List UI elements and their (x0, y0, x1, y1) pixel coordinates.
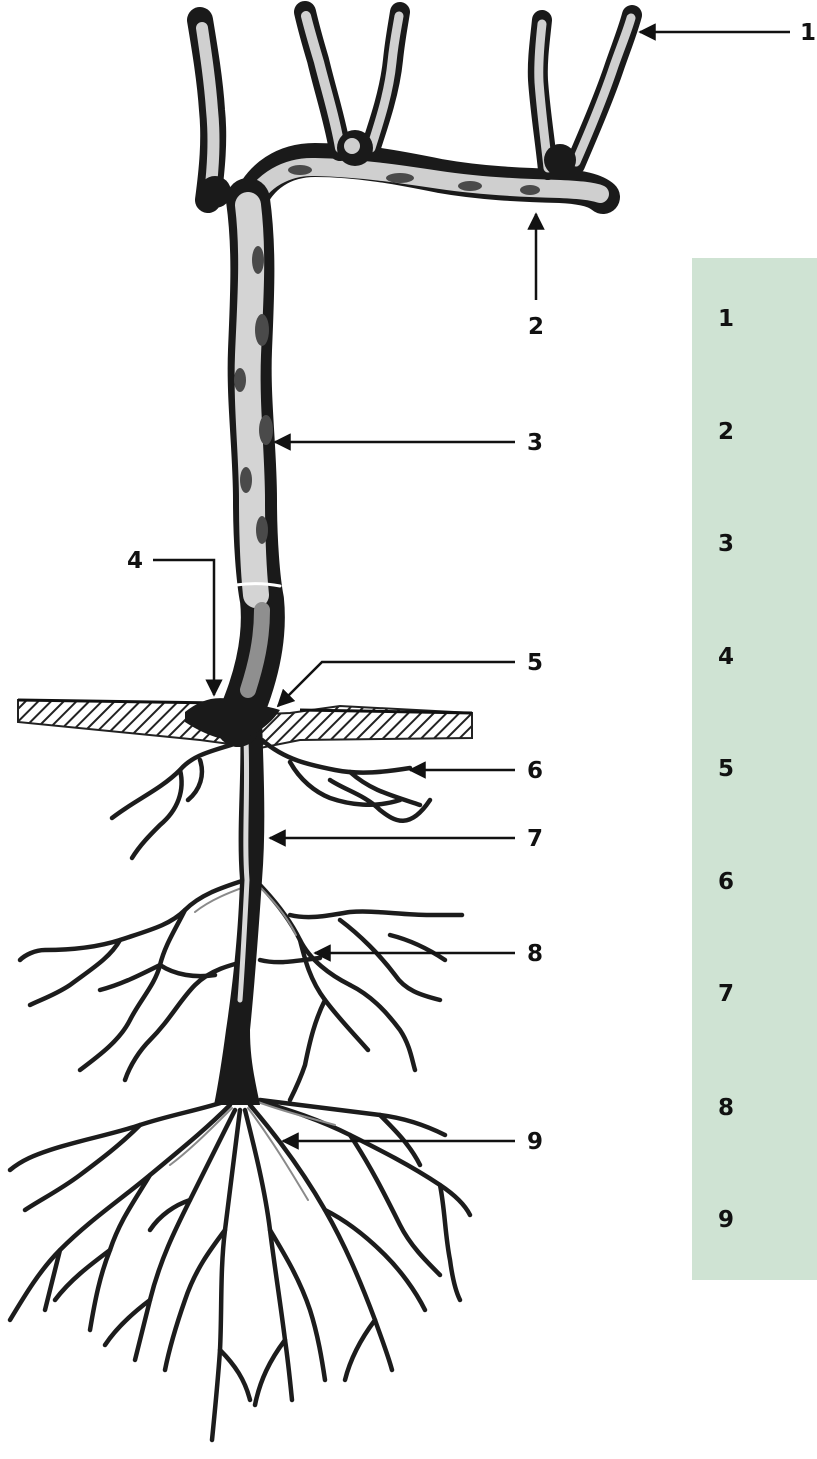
callout-number-7: 7 (527, 826, 543, 852)
rootstock-shank (214, 720, 264, 1105)
answer-row-4: 4 (718, 644, 734, 670)
answer-row-5: 5 (718, 756, 734, 782)
answer-panel: 1 2 3 4 5 6 7 8 9 (692, 258, 817, 1280)
answer-row-6: 6 (718, 869, 734, 895)
answer-row-7: 7 (718, 981, 734, 1007)
answer-row-9: 9 (718, 1207, 734, 1233)
callout-number-3: 3 (527, 430, 543, 456)
callout-number-2: 2 (528, 314, 544, 340)
answer-row-1: 1 (718, 306, 734, 332)
leader-4 (153, 560, 214, 695)
answer-row-8: 8 (718, 1095, 734, 1121)
callout-number-5: 5 (527, 650, 543, 676)
answer-row-3: 3 (718, 531, 734, 557)
vine-trunk-and-cordon (199, 12, 632, 725)
callout-number-8: 8 (527, 941, 543, 967)
answer-row-2: 2 (718, 419, 734, 445)
callout-number-4: 4 (127, 548, 143, 574)
callout-number-1: 1 (800, 20, 816, 46)
callout-number-6: 6 (527, 758, 543, 784)
leader-5 (278, 662, 515, 706)
callout-number-9: 9 (527, 1129, 543, 1155)
